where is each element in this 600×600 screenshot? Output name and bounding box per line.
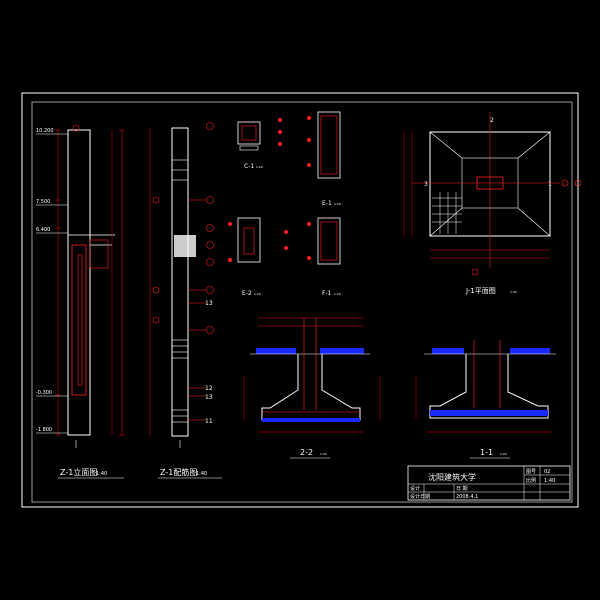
plan-axis-b-top: 2 — [490, 117, 494, 124]
title-mark: 日 期 — [456, 486, 468, 492]
section-e2: E-2 1:20 — [228, 217, 288, 297]
title-institution: 沈阳建筑大学 — [428, 472, 476, 482]
title-date: 2008.4.1 — [456, 494, 478, 500]
ground-fill-left-2 — [432, 348, 464, 354]
section-e1-scale: 1:20 — [334, 202, 341, 206]
title-block: 沈阳建筑大学 图号 02 比例 1:40 设计 日 期 设计日期 2008.4.… — [407, 465, 571, 501]
section-22-view: 2-2 1:20 — [243, 317, 381, 459]
section-c1: C-1 1:20 — [237, 118, 282, 170]
foundation-rebar-grid — [432, 192, 462, 234]
column-elevation-title: Z-1立面图 — [60, 467, 97, 477]
title-design-date-label: 设计日期 — [410, 493, 430, 500]
section-e2-scale: 1:20 — [254, 292, 261, 296]
section-c1-scale: 1:20 — [256, 165, 263, 169]
foundation-plan-scale: 1:40 — [510, 290, 517, 294]
elev-ground: -0.300 — [36, 390, 52, 396]
title-scale: 1:40 — [544, 478, 555, 484]
section-22-title: 2-2 — [300, 448, 313, 457]
elev-top: 10.200 — [36, 128, 54, 134]
title-scale-label: 比例 — [526, 477, 536, 484]
foundation-plan-view: 2 1 3 J-1平面图 1:40 — [403, 112, 582, 295]
section-e2-title: E-2 — [242, 290, 252, 297]
ground-fill-right — [320, 348, 364, 354]
section-e1: E-1 1:20 — [307, 111, 341, 207]
ground-fill-left — [256, 348, 296, 354]
bar-mark-4: 11 — [205, 418, 213, 425]
elev-base: -1.800 — [36, 427, 52, 433]
section-22-scale: 1:20 — [320, 452, 327, 456]
column-elevation-view: 10.200 7.500 6.400 -0.300 -1.800 Z-1立面图 … — [36, 124, 125, 479]
section-c1-title: C-1 — [244, 163, 254, 170]
column-section-view: 13 12 13 11 Z-1配筋图 1:40 — [149, 122, 222, 479]
section-11-scale: 1:20 — [500, 452, 507, 456]
bar-mark-2: 12 — [205, 385, 213, 392]
elev-mid2: 6.400 — [36, 227, 50, 233]
column-elevation-scale: 1:40 — [96, 471, 107, 477]
drawing-frame-inner — [31, 101, 573, 503]
ground-fill-right-2 — [510, 348, 550, 354]
foundation-plan-title: J-1平面图 — [465, 287, 496, 295]
drawing-frame — [21, 92, 579, 508]
title-drawing-no: 02 — [544, 469, 550, 475]
section-f1-scale: 1:20 — [334, 292, 341, 296]
plan-axis-a: 1 — [548, 181, 552, 188]
bar-mark-1: 13 — [205, 300, 213, 307]
column-section-scale: 1:40 — [196, 471, 207, 477]
column-section-title: Z-1配筋图 — [160, 467, 197, 477]
section-11-title: 1-1 — [480, 448, 493, 457]
section-e1-title: E-1 — [322, 200, 332, 207]
corbel-hatch — [174, 235, 196, 257]
section-f1: F-1 1:20 — [307, 217, 341, 297]
bar-mark-3: 13 — [205, 394, 213, 401]
section-f1-title: F-1 — [322, 290, 332, 297]
plan-axis-c: 3 — [424, 181, 428, 188]
title-drawing-no-label: 图号 — [526, 469, 536, 475]
title-designer-label: 设计 — [410, 485, 420, 492]
section-11-view: 1-1 1:20 — [415, 340, 556, 459]
elev-mid1: 7.500 — [36, 199, 50, 205]
